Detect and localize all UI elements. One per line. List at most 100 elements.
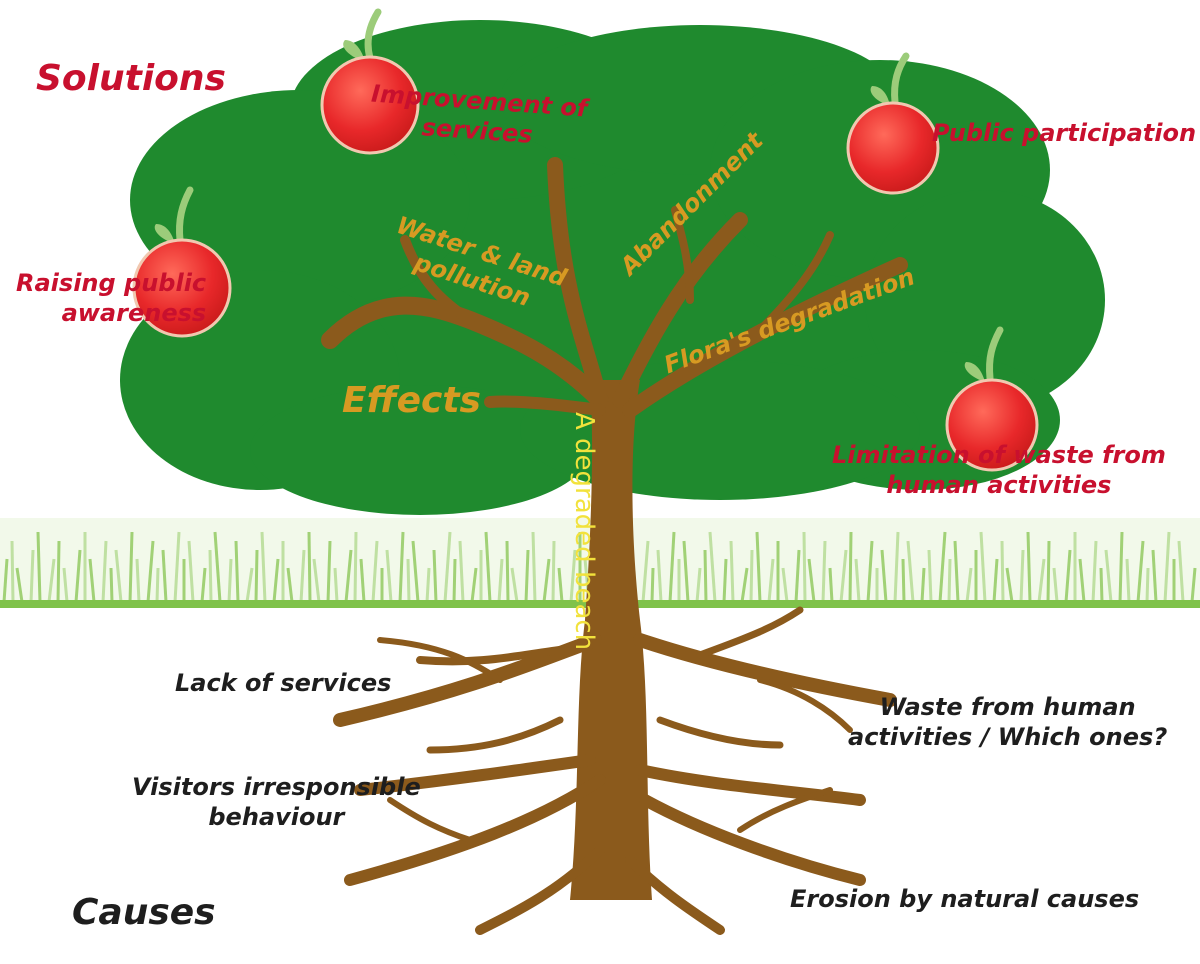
solution-limitation-line-1: Limitation of waste from: [832, 441, 1166, 469]
grass-blade: [56, 540, 61, 603]
grass-blade: [312, 558, 321, 603]
cause-visitors-line-1: Visitors irresponsible: [132, 773, 421, 801]
grass-blade: [1046, 540, 1051, 603]
grass-blade: [524, 549, 530, 603]
grass-blade: [359, 558, 366, 603]
grass-blade: [1019, 549, 1025, 603]
effects-heading: Effects: [342, 380, 481, 421]
grass-blade: [927, 549, 933, 603]
grass-blade: [227, 558, 233, 603]
grass-blade: [74, 549, 82, 603]
grass-blade: [729, 540, 735, 603]
grass-blade: [254, 549, 259, 603]
grass-blade: [155, 567, 160, 603]
cause-waste-line-1: Waste from human: [879, 693, 1136, 721]
grass-blade: [1125, 558, 1131, 603]
grass-blade: [1078, 558, 1086, 603]
grass-blade: [953, 540, 960, 603]
grass-blade: [557, 567, 564, 603]
causes-heading: Causes: [72, 892, 216, 933]
solution-limitation-of-waste: Limitation of waste from human activitie…: [832, 440, 1166, 500]
grass-blade: [458, 540, 465, 603]
grass-blade: [755, 531, 762, 603]
grass-blade: [47, 558, 56, 603]
grass-blade: [1064, 549, 1072, 603]
cause-waste-line-2: activities / Which ones?: [848, 723, 1168, 751]
grass-blade: [1118, 531, 1124, 603]
grass-blade: [938, 531, 947, 603]
grass-blade: [1000, 540, 1005, 603]
grass-blade: [452, 558, 457, 603]
grass-blade: [1037, 558, 1046, 603]
grass-blade: [1151, 549, 1158, 603]
grass-blade: [146, 540, 155, 603]
grass-blade: [656, 549, 663, 603]
grass-blade: [385, 549, 393, 603]
grass-blade: [1099, 567, 1104, 603]
grass-blade: [722, 558, 728, 603]
grass-blade: [901, 558, 906, 603]
grass-blade: [893, 531, 900, 603]
solution-raising-line-1: Raising public: [16, 269, 207, 297]
grass-blade: [767, 558, 775, 603]
grass-blade: [411, 540, 420, 603]
solution-limitation-line-2: human activities: [886, 471, 1112, 499]
grass-blade: [187, 540, 195, 603]
solution-public-participation: Public participation: [932, 119, 1197, 147]
grass-blade: [866, 540, 874, 603]
grass-blade: [1145, 567, 1150, 603]
apple-limitation-of-waste: [945, 326, 1039, 472]
grass-blade: [88, 558, 96, 603]
cause-visitors-line-2: behaviour: [208, 803, 345, 831]
grass-blade: [569, 549, 577, 603]
grass-blade: [1104, 549, 1113, 603]
cause-lack-of-services: Lack of services: [175, 669, 392, 697]
grass-blade: [36, 531, 42, 603]
grass-blade: [807, 558, 816, 603]
grass-blade: [531, 531, 537, 603]
grass-blade: [794, 549, 801, 603]
grass-blade: [10, 540, 15, 603]
grass-blade: [510, 567, 519, 603]
grass-blade: [272, 558, 280, 603]
grass-blade: [135, 558, 141, 603]
grass-blade: [2, 558, 9, 603]
grass-blade: [208, 549, 213, 603]
solution-raising-public-awareness: Raising public awareness: [16, 268, 206, 328]
grass-blade: [371, 540, 379, 603]
grass-blade: [906, 540, 915, 603]
grass-blade: [839, 549, 848, 603]
grass-blade: [821, 540, 827, 603]
grass-blade: [29, 549, 35, 603]
solution-raising-line-2: awareness: [61, 299, 207, 327]
grass-blade: [828, 567, 834, 603]
cause-visitors-behaviour: Visitors irresponsible behaviour: [132, 772, 421, 832]
grass-blade: [128, 531, 134, 603]
grass-blade: [173, 531, 181, 603]
grass-blade: [965, 567, 973, 603]
grass-blade: [1005, 567, 1014, 603]
grass-blade: [260, 531, 267, 603]
grass-blade: [979, 531, 987, 603]
grass-blade: [1052, 567, 1059, 603]
grass-blade: [443, 531, 452, 603]
grass-blade: [947, 558, 952, 603]
grass-blade: [920, 567, 926, 603]
grass-blade: [740, 567, 749, 603]
grass-blade: [668, 531, 676, 603]
grass-blade: [1091, 540, 1098, 603]
grass-blade: [497, 558, 504, 603]
grass-blade: [101, 540, 108, 603]
grass-blade: [161, 549, 168, 603]
grass-blade: [854, 558, 861, 603]
grass-blade: [234, 540, 240, 603]
trunk-label: A degraded beach: [569, 412, 599, 651]
grass-blade: [109, 567, 114, 603]
grass-blade: [398, 531, 405, 603]
grass-blade: [992, 558, 999, 603]
grass-blade: [406, 558, 411, 603]
grass-blade: [1026, 531, 1032, 603]
cause-erosion-by-natural-causes: Erosion by natural causes: [790, 885, 1140, 913]
